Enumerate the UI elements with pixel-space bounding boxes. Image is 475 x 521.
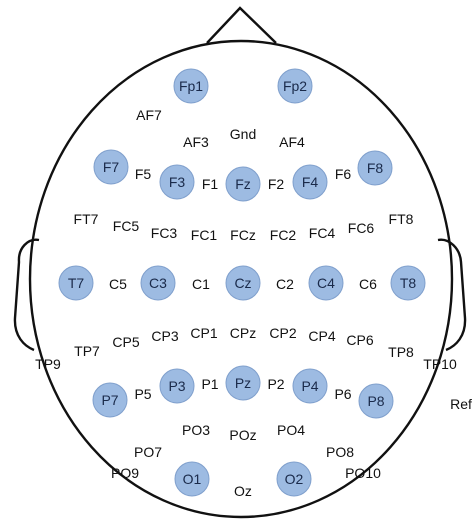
electrode-f3-label: F3 [169,174,186,190]
electrode-c3-circle [140,265,176,301]
electrode-p4-label: P4 [301,378,318,394]
label-fc1: FC1 [191,227,218,243]
electrode-fz-circle [225,166,261,202]
label-fcz: FCz [230,227,256,243]
position-labels: AF7 AF3 Gnd AF4 F5 F1 F2 F6 FT7 FC5 FC3 … [35,107,472,499]
electrode-p8-circle [358,383,394,419]
label-cp5: CP5 [112,334,139,350]
label-oz: Oz [234,483,252,499]
label-po9: PO9 [111,465,139,481]
head-outline [28,39,454,519]
electrode-cz-circle [225,265,261,301]
electrode-p8-label: P8 [367,393,384,409]
label-tp9: TP9 [35,356,61,372]
label-tp8: TP8 [388,344,414,360]
electrode-o2-label: O2 [285,471,304,487]
label-f6: F6 [335,166,352,182]
label-po4: PO4 [277,422,305,438]
label-p2: P2 [267,376,284,392]
label-ft7: FT7 [74,211,99,227]
electrode-c4-label: C4 [317,275,335,291]
label-cp4: CP4 [308,328,335,344]
electrode-p3-circle [159,368,195,404]
label-p5: P5 [134,386,151,402]
label-fc3: FC3 [151,225,178,241]
electrode-cz-label: Cz [234,275,251,291]
electrode-c3-label: C3 [149,275,167,291]
electrode-c4-circle [308,265,344,301]
nose-outline [206,6,277,44]
electrode-fp1-label: Fp1 [179,78,203,94]
label-po10: PO10 [345,465,381,481]
electrode-pz-circle [225,365,261,401]
label-ft8: FT8 [389,211,414,227]
electrode-fp2-label: Fp2 [283,78,307,94]
electrode-f4-label: F4 [302,174,319,190]
label-po3: PO3 [182,422,210,438]
electrode-p4-circle [292,368,328,404]
label-fc2: FC2 [270,227,297,243]
electrode-f4-circle [292,164,328,200]
label-f5: F5 [135,166,152,182]
electrode-t7-circle [58,265,94,301]
label-af7: AF7 [136,107,162,123]
electrode-pz-label: Pz [235,375,251,391]
label-p6: P6 [334,386,351,402]
electrode-p7-circle [92,382,128,418]
label-c6: C6 [359,276,377,292]
right-ear-outline [437,238,467,352]
electrode-p3-label: P3 [168,378,185,394]
label-tp10: TP10 [423,356,457,372]
label-fc6: FC6 [348,220,375,236]
electrode-p7-label: P7 [101,392,118,408]
label-c1: C1 [192,276,210,292]
electrode-f7-label: F7 [103,159,120,175]
electrode-t8-circle [390,265,426,301]
electrode-o2-circle [276,461,312,497]
electrode-f8-circle [357,150,393,186]
label-cp6: CP6 [346,332,373,348]
label-cp3: CP3 [151,328,178,344]
label-poz: POz [229,427,256,443]
label-f1: F1 [202,176,219,192]
label-fc5: FC5 [113,218,140,234]
electrode-f8-label: F8 [367,160,384,176]
electrode-t8-label: T8 [400,275,417,291]
electrode-fp1-circle [173,68,209,104]
label-af4: AF4 [279,134,305,150]
electrode-t7-label: T7 [68,275,85,291]
electrode-f7-circle [93,149,129,185]
label-c5: C5 [109,276,127,292]
label-fc4: FC4 [309,225,336,241]
label-c2: C2 [276,276,294,292]
label-f2: F2 [268,176,285,192]
label-gnd: Gnd [230,126,256,142]
label-p1: P1 [201,376,218,392]
electrode-labels: Fp1 Fp2 F7 F3 Fz F4 F8 T7 C3 Cz C4 T8 P7… [68,78,417,487]
label-tp7: TP7 [74,343,100,359]
label-po7: PO7 [134,444,162,460]
electrode-circles [58,68,426,497]
label-cp1: CP1 [190,325,217,341]
electrode-o1-label: O1 [183,471,202,487]
label-af3: AF3 [183,134,209,150]
label-ref: Ref [450,396,472,412]
electrode-f3-circle [159,164,195,200]
label-cpz: CPz [230,325,256,341]
left-ear-outline [13,238,40,352]
label-po8: PO8 [326,444,354,460]
electrode-fz-label: Fz [235,176,251,192]
electrode-o1-circle [174,461,210,497]
label-cp2: CP2 [269,325,296,341]
electrode-fp2-circle [277,68,313,104]
